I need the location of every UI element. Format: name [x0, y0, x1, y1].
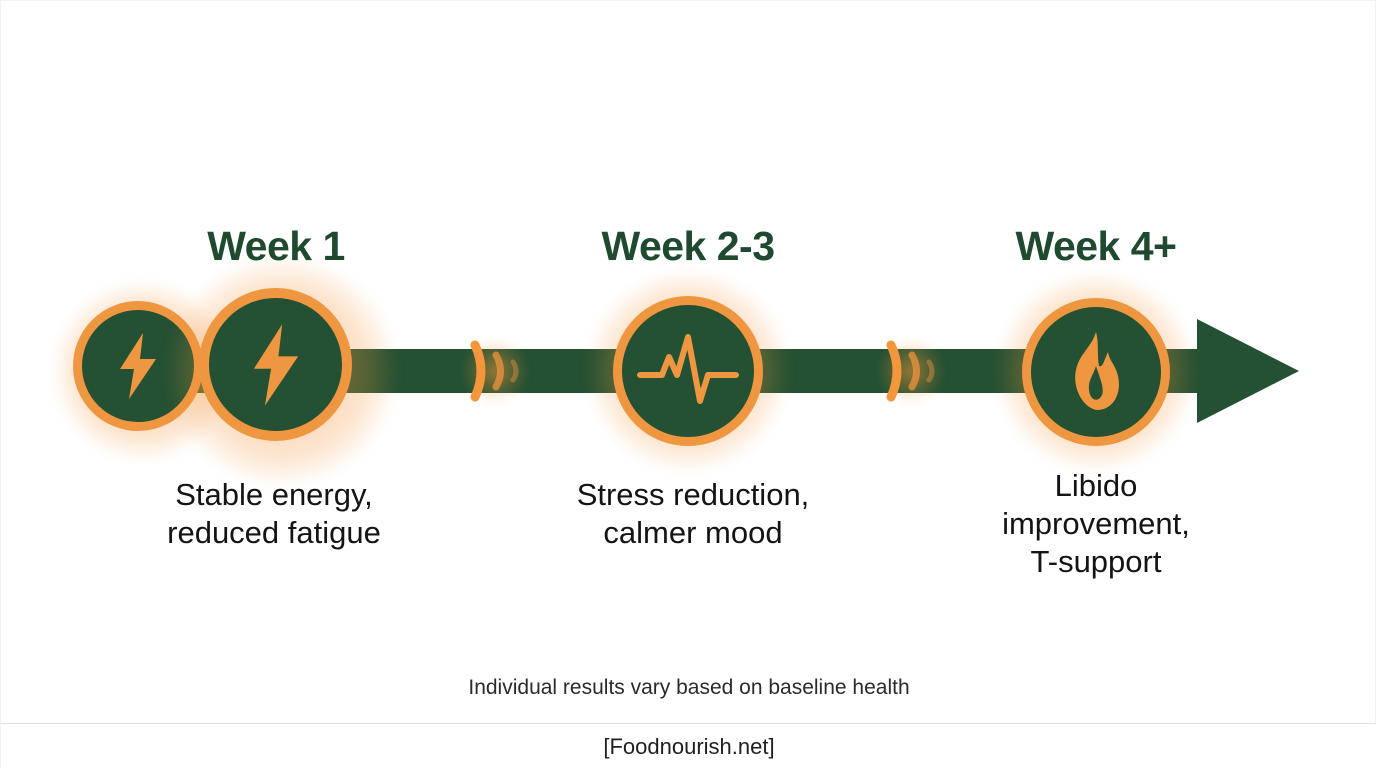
progress-ripple-icon: [869, 331, 959, 411]
lightning-bolt-icon: [253, 323, 298, 406]
node-circle: [199, 288, 352, 441]
node-circle: [1022, 298, 1170, 446]
lightning-bolt-icon: [120, 333, 156, 399]
arrow-right-icon: [1197, 319, 1299, 423]
timeline-node-1[interactable]: [169, 258, 395, 484]
week-label-1: Week 1: [207, 223, 345, 269]
timeline-node-3[interactable]: [998, 274, 1194, 470]
heartbeat-pulse-icon: [637, 334, 739, 404]
timeline-stage: Week 1 Week 2-3 Week 4+ Stable energy, r…: [1, 1, 1376, 723]
week-label-3: Week 4+: [1015, 223, 1177, 269]
ripple-arcs: [470, 340, 519, 402]
caption-2: Stress reduction, calmer mood: [576, 477, 810, 550]
footer-attribution: [Foodnourish.net]: [603, 733, 775, 759]
flame-icon: [1075, 332, 1119, 410]
week-label-2: Week 2-3: [601, 223, 775, 269]
caption-1: Stable energy, reduced fatigue: [167, 477, 381, 550]
disclaimer-text: Individual results vary based on baselin…: [468, 676, 910, 699]
timeline-node-2[interactable]: [589, 272, 787, 470]
caption-3: Libido improvement, T-support: [1002, 468, 1190, 579]
footer-bar: [Foodnourish.net]: [1, 723, 1376, 769]
progress-ripple-icon: [453, 331, 543, 411]
ripple-arcs: [886, 340, 935, 402]
node-circle: [613, 296, 763, 446]
